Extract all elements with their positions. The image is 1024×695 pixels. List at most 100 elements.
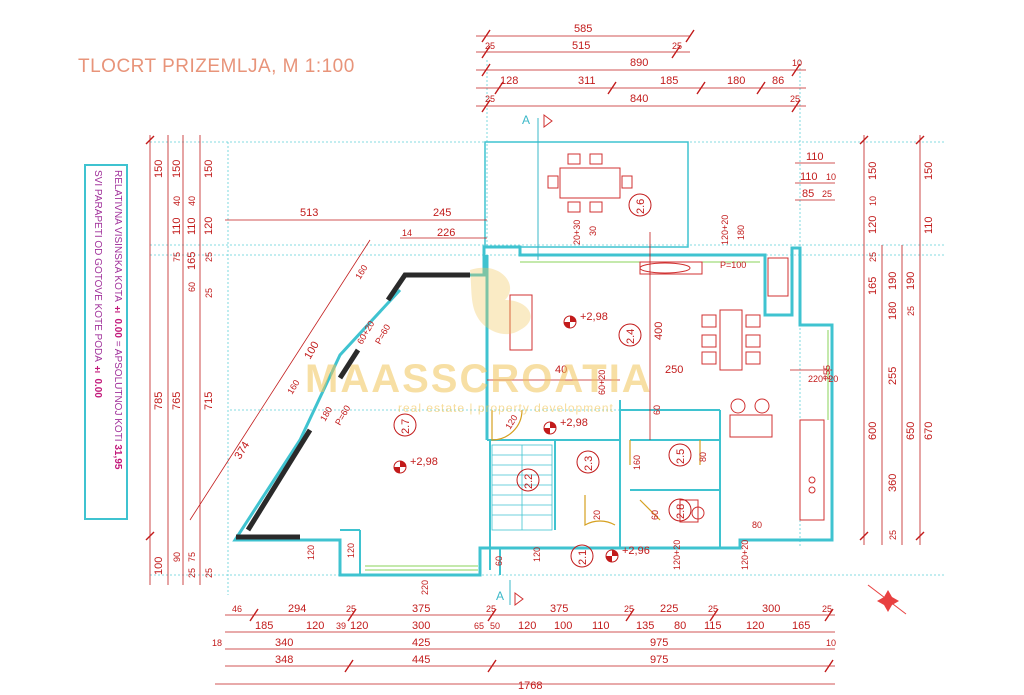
dim-text: 110 <box>806 151 824 163</box>
elevation-note-line-2: SVI PARAPETI OD GOTOVE KOTE PODA ± 0.00 <box>88 170 106 516</box>
dim-text: 86 <box>772 75 784 87</box>
dim-text: 120 <box>518 620 536 632</box>
room-number: 2.6 <box>635 199 647 214</box>
dim-text: 100 <box>153 557 165 575</box>
level-text: +2,98 <box>410 456 438 468</box>
dim-text: 150 <box>153 160 165 178</box>
dim-text: 25 <box>624 604 634 614</box>
dim-text: 85 <box>802 188 814 200</box>
opening-text: 20+30 <box>572 220 582 245</box>
opening-text: P=60 <box>373 323 392 346</box>
dim-text: 765 <box>171 392 183 410</box>
exterior-walls <box>232 245 834 577</box>
watermark-tagline: real estate | property development <box>398 401 614 415</box>
dim-text: 840 <box>630 93 648 105</box>
terrace-outline <box>484 141 689 248</box>
dim-text: 25 <box>790 94 800 104</box>
level-marker: +2,98 <box>563 311 608 329</box>
dim-text: 50 <box>490 621 500 631</box>
dim-text: 226 <box>437 227 455 239</box>
section-line <box>509 114 553 606</box>
level-markers: +2,98 +2,98 +2,98 +2,96 <box>393 311 650 563</box>
dim-text: 340 <box>275 637 293 649</box>
plan-title: TLOCRT PRIZEMLJA, M 1:100 <box>78 56 355 77</box>
dim-text: 975 <box>650 654 668 666</box>
dim-text: 513 <box>300 207 318 219</box>
dim-text: 25 <box>672 41 682 51</box>
dim-text: 10 <box>868 196 878 206</box>
note-text: = APSOLUTNOJ KOTI <box>112 340 123 442</box>
dim-text: 80 <box>674 620 686 632</box>
top-dimensions: 585 25 515 25 890 10 128 311 185 180 86 … <box>485 23 802 105</box>
dim-text: 25 <box>868 252 878 262</box>
dim-text: 25 <box>485 94 495 104</box>
dim-text: 120 <box>203 217 215 235</box>
room-number: 2.8 <box>675 504 687 519</box>
dim-text: 39 <box>336 621 346 631</box>
dim-text: 150 <box>923 162 935 180</box>
section-mark-bottom: A <box>496 589 504 603</box>
dim-text: 294 <box>288 603 306 615</box>
level-marker: +2,98 <box>393 456 438 474</box>
dim-text: 40 <box>187 196 197 206</box>
note-value: ± 0.00 <box>92 364 103 398</box>
dim-text: 46 <box>232 604 242 614</box>
opening-text: 60 <box>652 405 662 415</box>
bottom-dimensions: 46 294 25 375 25 375 25 225 25 300 25 18… <box>212 603 836 692</box>
opening-text: 120 <box>532 547 542 562</box>
dim-text: 165 <box>867 277 879 295</box>
level-marker: +2,96 <box>605 545 650 563</box>
dim-text: 18 <box>212 638 222 648</box>
opening-text: 80 <box>698 452 708 462</box>
opening-text: P=60 <box>333 404 352 427</box>
staircase <box>491 444 553 531</box>
dim-text: 311 <box>578 75 596 87</box>
dim-text: 110 <box>800 171 818 183</box>
watermark-logo-icon <box>470 267 531 335</box>
dim-text: 165 <box>792 620 810 632</box>
dim-text: 25 <box>822 189 832 199</box>
dim-text: 110 <box>592 620 610 632</box>
dim-text: 600 <box>867 422 879 440</box>
dim-text: 65 <box>474 621 484 631</box>
note-value: 31,95 <box>112 444 123 470</box>
level-marker: +2,98 <box>543 417 588 435</box>
dim-text: 650 <box>905 422 917 440</box>
opening-text: 220 <box>420 580 430 595</box>
note-value: ± 0.00 <box>112 304 123 338</box>
furniture <box>509 153 825 523</box>
dim-text: 374 <box>232 440 252 462</box>
opening-text: 160 <box>632 455 642 470</box>
room-number: 2.3 <box>583 456 595 471</box>
dim-text: 185 <box>660 75 678 87</box>
opening-text: 180 <box>318 405 334 423</box>
opening-text: 30 <box>588 226 598 236</box>
opening-text: 60 <box>650 510 660 520</box>
opening-text: 255 <box>822 365 832 380</box>
dim-text: 75 <box>187 552 197 562</box>
level-text: +2,98 <box>560 417 588 429</box>
dim-text: 40 <box>172 196 182 206</box>
opening-text: 120 <box>306 545 316 560</box>
room-markers <box>393 193 692 568</box>
dim-text: 375 <box>412 603 430 615</box>
dim-text: 190 <box>887 272 899 290</box>
dim-text: 120 <box>867 216 879 234</box>
opening-text: 20 <box>592 510 602 520</box>
dim-text: 255 <box>887 367 899 385</box>
note-text: SVI PARAPETI OD GOTOVE KOTE PODA <box>92 170 103 362</box>
dim-text: 120 <box>503 413 519 431</box>
dim-text: 25 <box>346 604 356 614</box>
dim-text: 25 <box>822 604 832 614</box>
dim-text: 120 <box>746 620 764 632</box>
section-mark-top: A <box>522 113 530 127</box>
dim-text: 25 <box>708 604 718 614</box>
interior-walls <box>340 400 721 575</box>
dim-text: 300 <box>412 620 430 632</box>
opening-text: 180 <box>736 225 746 240</box>
dim-text: 150 <box>171 160 183 178</box>
dim-text: 120 <box>306 620 324 632</box>
dim-text: 110 <box>923 216 935 234</box>
dim-text: 300 <box>762 603 780 615</box>
opening-text: 120 <box>346 543 356 558</box>
